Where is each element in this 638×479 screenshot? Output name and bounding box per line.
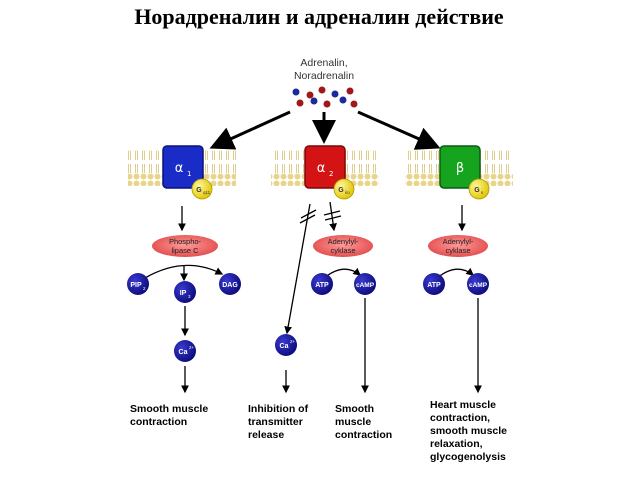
molecule-pip2 (127, 273, 149, 295)
molecule-dag (219, 273, 241, 295)
molecule-atp-2 (423, 273, 445, 295)
receptor-alpha2-sub: 2 (329, 170, 333, 178)
ligand-label-line2: Noradrenalin (294, 70, 354, 82)
svg-text:transmitter: transmitter (248, 416, 303, 428)
svg-text:Ca: Ca (179, 349, 188, 356)
svg-text:2+: 2+ (189, 345, 195, 350)
svg-text:Heart muscle: Heart muscle (430, 399, 496, 411)
svg-text:muscle: muscle (335, 416, 371, 428)
svg-text:cyklase: cyklase (330, 246, 355, 255)
svg-text:DAG: DAG (222, 282, 238, 289)
svg-text:ATP: ATP (315, 282, 329, 289)
svg-text:Phospho-: Phospho- (169, 237, 202, 246)
receptor-alpha1-label: α (175, 161, 184, 176)
arrow-to-alpha1 (209, 110, 291, 150)
g-protein-s (468, 178, 490, 200)
receptor-beta-label: β (456, 161, 464, 176)
svg-text:G: G (474, 187, 480, 194)
molecule-ca-1 (174, 340, 196, 362)
svg-text:G: G (196, 187, 202, 194)
svg-text:IP: IP (180, 290, 187, 297)
receptor-alpha2: α 2 G i/o (304, 145, 355, 200)
svg-text:Smooth muscle: Smooth muscle (130, 403, 208, 415)
svg-text:2+: 2+ (290, 339, 296, 344)
svg-text:contraction,: contraction, (430, 412, 490, 424)
svg-text:glycogenolysis: glycogenolysis (430, 451, 506, 463)
svg-text:contraction: contraction (335, 429, 392, 441)
page-title: Норадреналин и адреналин действие (134, 4, 504, 29)
effect-col1: Smooth muscle contraction (130, 403, 208, 428)
svg-text:s: s (481, 190, 484, 195)
enzyme-phospholipase-c (152, 235, 218, 257)
svg-text:cAMP: cAMP (469, 282, 488, 289)
effect-col2a: Inhibition of transmitter release (248, 403, 309, 441)
g-protein-io (333, 178, 355, 200)
svg-text:3: 3 (188, 294, 191, 299)
enzyme-adenylyl-cyclase-2 (428, 235, 488, 257)
svg-text:relaxation,: relaxation, (430, 438, 483, 450)
svg-text:cyklase: cyklase (445, 246, 470, 255)
svg-text:Adenylyl-: Adenylyl- (328, 237, 359, 246)
svg-text:q11: q11 (203, 190, 211, 195)
receptor-alpha1-sub: 1 (187, 170, 191, 178)
molecule-ip3 (174, 281, 196, 303)
enzyme-adenylyl-cyclase-1 (313, 235, 373, 257)
svg-text:ATP: ATP (427, 282, 441, 289)
ligand-molecules (292, 86, 358, 108)
g-protein-q11 (191, 178, 213, 200)
molecule-camp-1 (354, 273, 376, 295)
svg-text:Inhibition of: Inhibition of (248, 403, 309, 415)
svg-text:cAMP: cAMP (356, 282, 375, 289)
svg-text:lipase C: lipase C (171, 246, 199, 255)
svg-text:Adenylyl-: Adenylyl- (443, 237, 474, 246)
svg-text:Smooth: Smooth (335, 403, 374, 415)
receptor-alpha2-label: α (317, 161, 326, 176)
svg-text:2: 2 (143, 286, 146, 291)
arrow-to-beta (357, 110, 441, 150)
ligand-label-line1: Adrenalin, (300, 57, 347, 69)
svg-text:G: G (338, 187, 344, 194)
effect-col3: Heart muscle contraction, smooth muscle … (430, 399, 507, 463)
svg-text:i/o: i/o (345, 190, 350, 195)
molecule-camp-2 (467, 273, 489, 295)
svg-text:release: release (248, 429, 284, 441)
receptor-beta: β G s (439, 145, 490, 200)
receptor-alpha1: α 1 G q11 (162, 145, 213, 200)
molecule-ca-2 (275, 334, 297, 356)
svg-text:contraction: contraction (130, 416, 187, 428)
svg-text:Ca: Ca (280, 343, 289, 350)
svg-text:PIP: PIP (130, 282, 142, 289)
molecule-atp-1 (311, 273, 333, 295)
svg-text:smooth muscle: smooth muscle (430, 425, 507, 437)
effect-col2b: Smooth muscle contraction (335, 403, 392, 441)
